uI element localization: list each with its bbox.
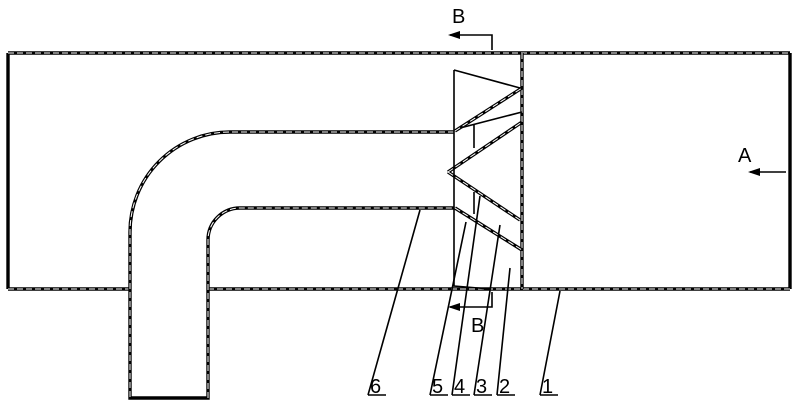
section-mark-bottom: B: [448, 292, 493, 337]
label-2: 2: [499, 376, 510, 398]
part-labels: 6 5 4 3 2 1: [370, 376, 553, 398]
elbow-pipe: [128, 130, 454, 400]
duct: [6, 51, 792, 291]
section-label-top: B: [452, 6, 465, 28]
label-6: 6: [370, 376, 381, 398]
guide-vanes: [447, 69, 523, 290]
label-5: 5: [432, 376, 443, 398]
section-label-bottom: B: [471, 315, 484, 337]
section-mark-top: B: [448, 6, 493, 50]
view-mark-a: A: [738, 145, 786, 176]
label-3: 3: [476, 376, 487, 398]
label-1: 1: [542, 376, 553, 398]
view-label-a: A: [738, 145, 752, 167]
leader-lines: [367, 195, 561, 396]
label-4: 4: [454, 376, 465, 398]
